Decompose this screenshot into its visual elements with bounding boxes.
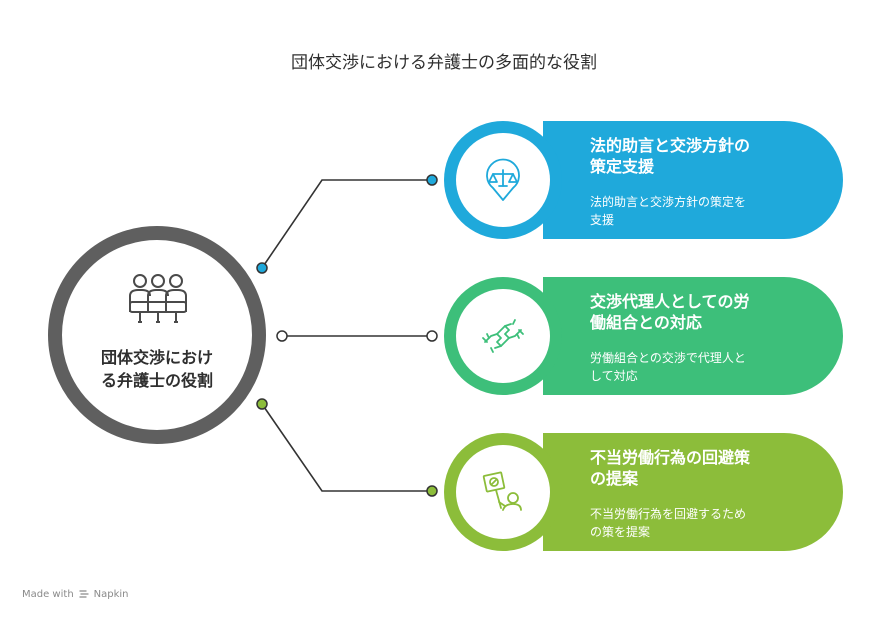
protest-sign-icon (482, 471, 522, 511)
card-heading: 交渉代理人としての労 働組合との対応 (590, 291, 810, 333)
card-description: 法的助言と交渉方針の策定を 支援 (590, 193, 800, 229)
card-band (543, 277, 843, 395)
card-band (543, 433, 843, 551)
card-heading-line-1: 不当労働行為の回避策 (590, 448, 751, 467)
card-icon-ring (444, 433, 562, 551)
connector-dot-middle-start (276, 330, 288, 342)
connector-bottom (261, 403, 432, 492)
connector-dot-bottom-end (426, 485, 438, 497)
handshake-icon (482, 319, 524, 353)
card-description: 不当労働行為を回避するため の策を提案 (590, 505, 800, 541)
connector-dot-bottom-start (256, 398, 268, 410)
card-description-line-1: 労働組合との交渉で代理人と (590, 351, 746, 365)
card-description-line-1: 不当労働行為を回避するため (590, 507, 747, 521)
card-description-line-2: 支援 (590, 213, 615, 227)
card-description-line-2: の策を提案 (590, 525, 651, 539)
card-description: 労働組合との交渉で代理人と して対応 (590, 349, 800, 385)
connector-dot-top-end (426, 174, 438, 186)
central-hub: 団体交渉におけ る弁護士の役割 (48, 226, 266, 444)
card-heading-line-2: 働組合との対応 (590, 313, 702, 332)
card-description-line-1: 法的助言と交渉方針の策定を (590, 195, 747, 209)
connector-dot-middle-end (426, 330, 438, 342)
card-heading: 不当労働行為の回避策 の提案 (590, 447, 810, 489)
card-band (543, 121, 843, 239)
page-title: 団体交渉における弁護士の多面的な役割 (291, 53, 597, 73)
card-description-line-2: して対応 (590, 369, 638, 383)
hub-label-line-2: る弁護士の役割 (100, 371, 213, 390)
footer-credit[interactable]: Made with Napkin (22, 588, 129, 600)
card-negotiation-agent: 交渉代理人としての労 働組合との対応 労働組合との交渉で代理人と して対応 (444, 277, 843, 395)
card-heading-line-1: 交渉代理人としての労 (590, 292, 750, 311)
footer-prefix: Made with (22, 588, 74, 600)
card-legal-advice: 法的助言と交渉方針の 策定支援 法的助言と交渉方針の策定を 支援 (444, 121, 843, 239)
footer-brand: Napkin (93, 588, 129, 600)
card-icon-ring (444, 277, 562, 395)
connector-top (261, 179, 432, 269)
card-heading: 法的助言と交渉方針の 策定支援 (590, 135, 810, 177)
card-heading-line-2: 策定支援 (590, 157, 655, 176)
card-unfair-labor-prevention: 不当労働行為の回避策 の提案 不当労働行為を回避するため の策を提案 (444, 433, 843, 551)
card-icon-ring (444, 121, 562, 239)
hub-label-line-1: 団体交渉におけ (100, 348, 213, 367)
connector-dot-top-start (256, 262, 268, 274)
scales-location-icon (486, 158, 520, 201)
card-heading-line-2: の提案 (590, 469, 639, 488)
card-heading-line-1: 法的助言と交渉方針の (590, 136, 751, 155)
hub-label: 団体交渉におけ る弁護士の役割 (76, 346, 238, 392)
napkin-logo-icon (79, 590, 89, 598)
meeting-people-icon (128, 272, 188, 328)
